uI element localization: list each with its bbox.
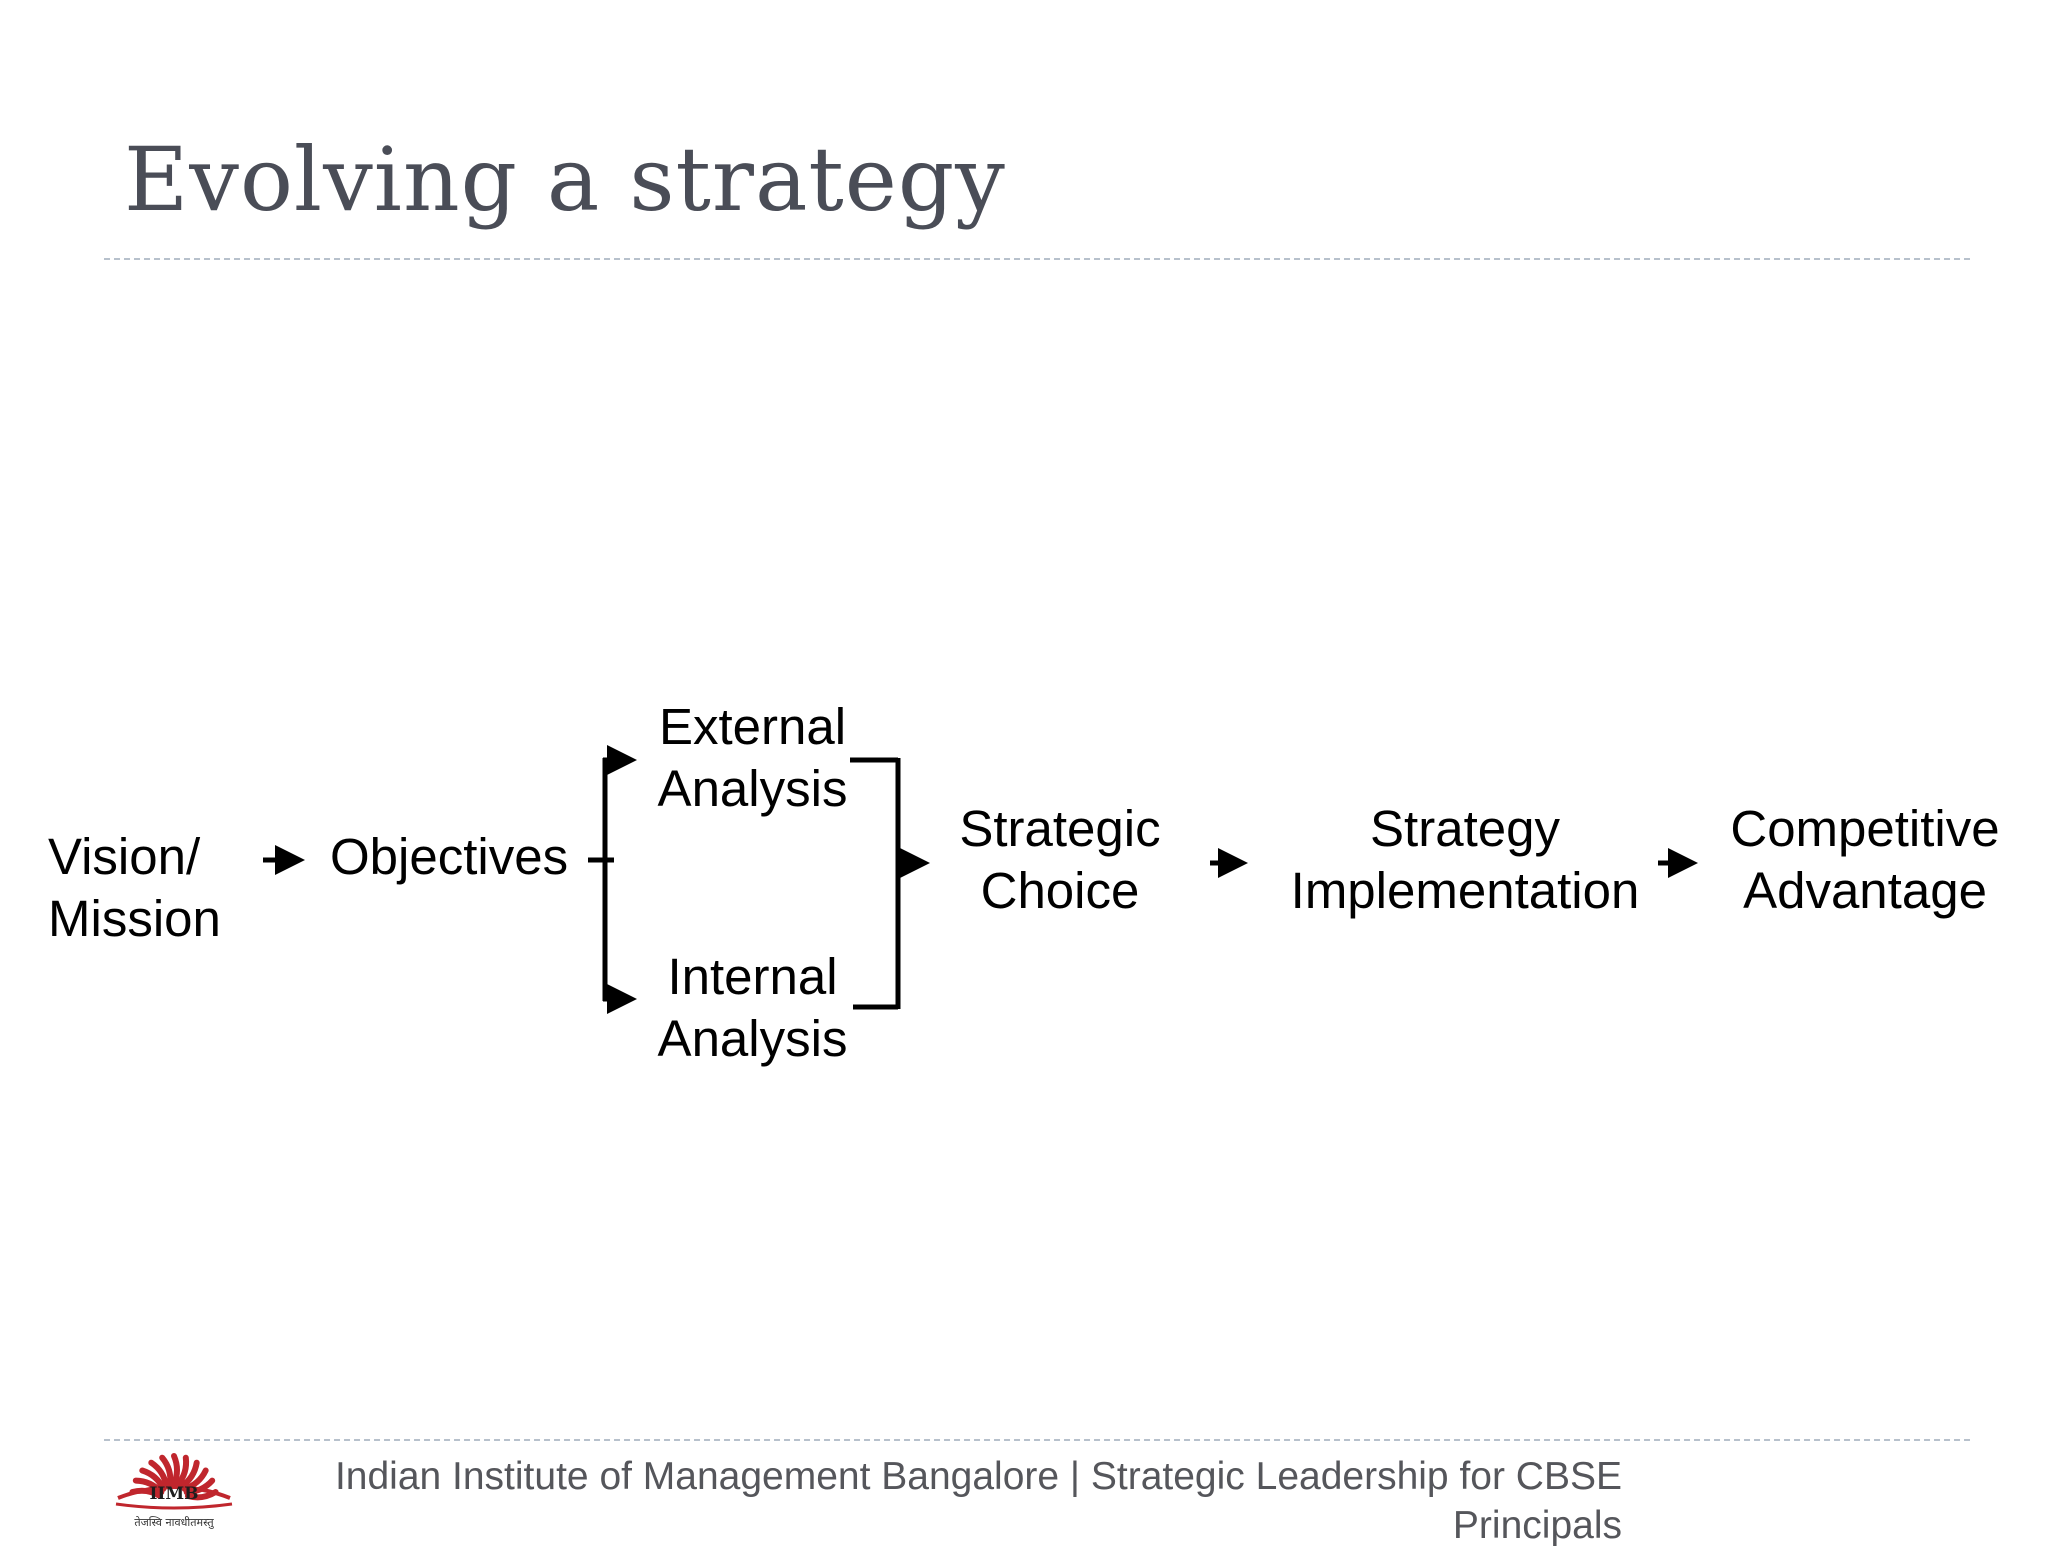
logo-ray	[148, 1459, 170, 1490]
node-internal-analysis: Internal Analysis	[657, 948, 848, 1067]
svg-text:IIMB: IIMB	[149, 1484, 198, 1504]
title-divider	[104, 258, 1970, 260]
logo-ray	[159, 1454, 174, 1488]
svg-text:तेजस्वि नावधीतमस्तु: तेजस्वि नावधीतमस्तु	[134, 1516, 214, 1529]
node-competitive-advantage: Competitive Advantage	[1730, 800, 2000, 919]
node-external-analysis: External Analysis	[657, 698, 848, 817]
logo-ray	[132, 1477, 165, 1496]
logo-ray	[171, 1453, 180, 1487]
footer-line-2: Principals	[1452, 1504, 1622, 1547]
iimb-logo: IIMB तेजस्वि नावधीतमस्तु	[115, 1453, 233, 1529]
footer-caption: Indian Institute of Management Bangalore…	[292, 1452, 1622, 1550]
footer-line-1: Indian Institute of Management Bangalore…	[334, 1455, 1622, 1498]
logo-ray	[178, 1459, 200, 1490]
node-strategic-choice: Strategic Choice	[959, 800, 1161, 919]
logo-ray	[174, 1454, 190, 1488]
node-strategy-implementation: Strategy Implementation	[1290, 800, 1640, 919]
node-vision-mission: Vision/ Mission	[48, 828, 221, 947]
node-objectives: Objectives	[330, 828, 569, 885]
slide-title: Evolving a strategy	[124, 128, 1006, 231]
footer-divider	[104, 1439, 1970, 1441]
